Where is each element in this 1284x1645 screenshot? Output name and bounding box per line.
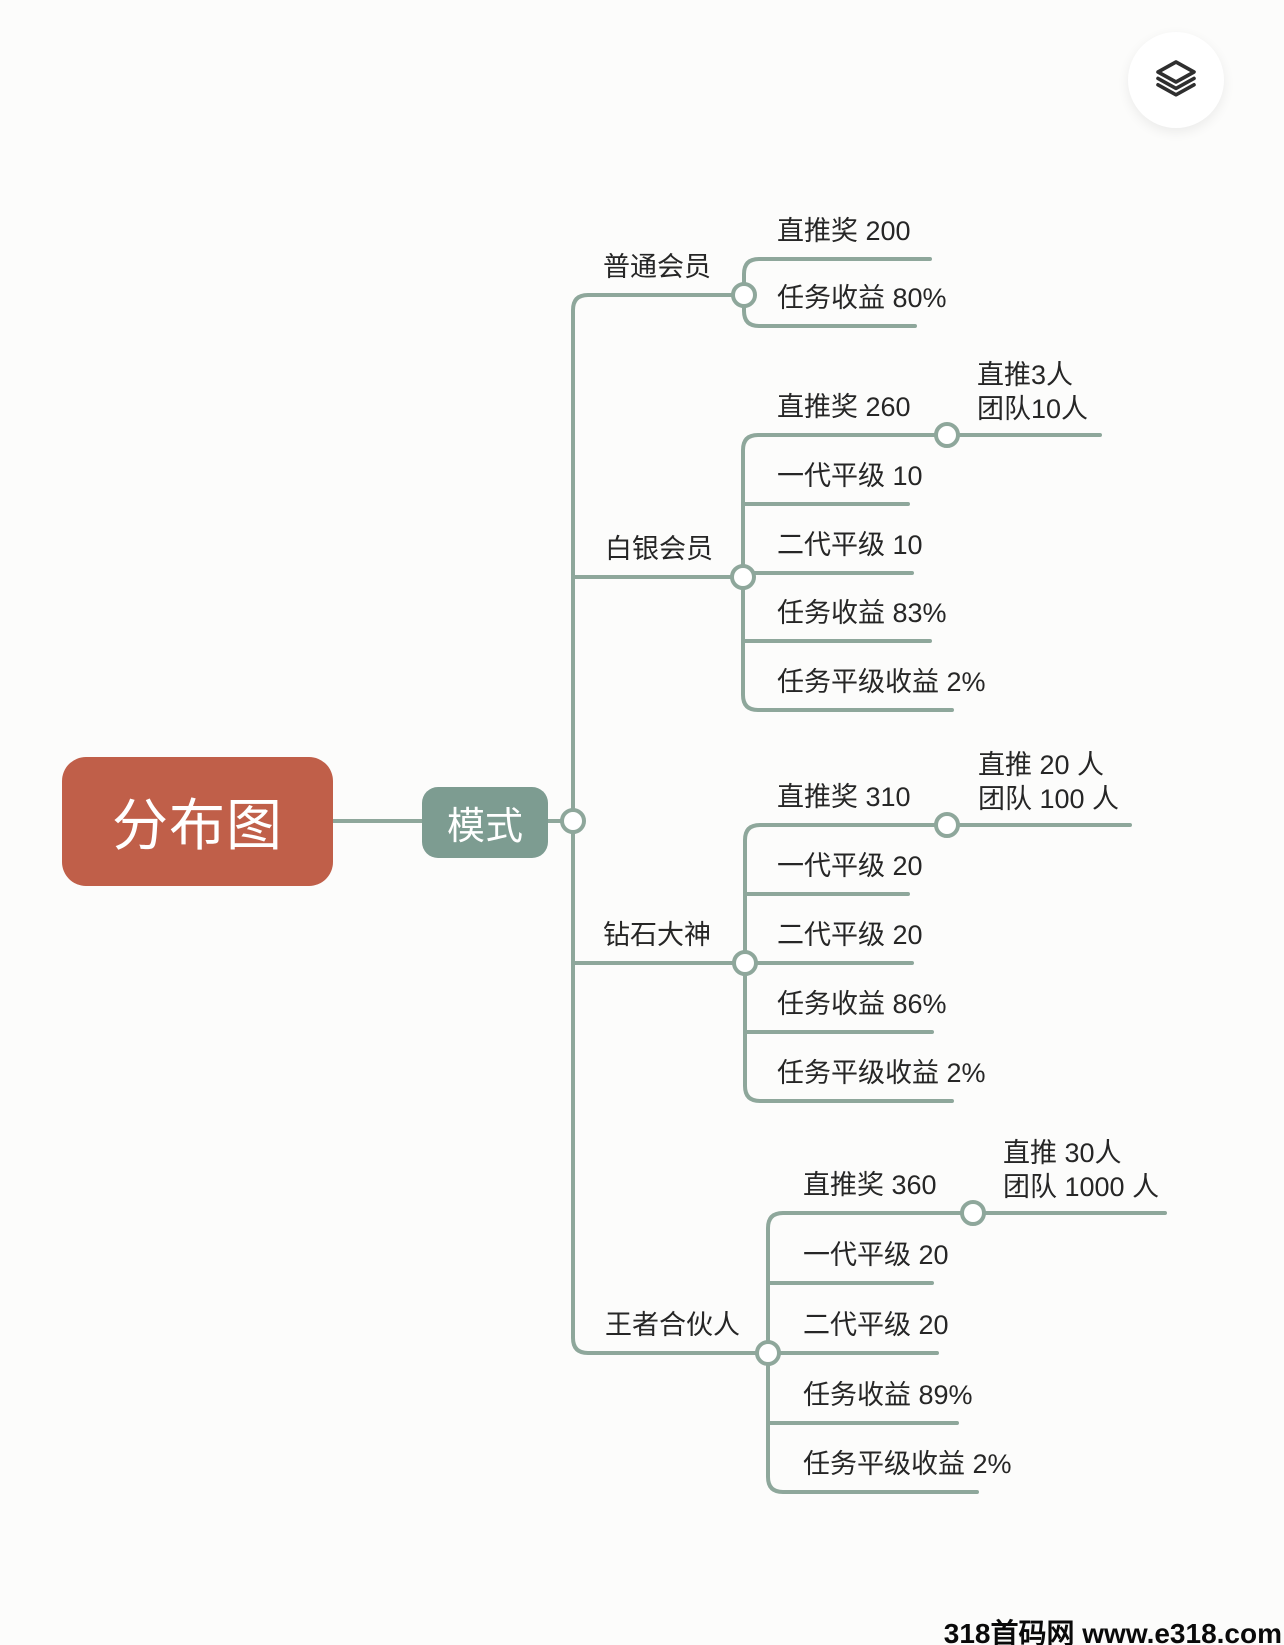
tree-node[interactable]: 任务收益 83% [777,598,947,628]
tree-node[interactable]: 一代平级 20 [803,1240,949,1270]
collapse-toggle-branch2-sub[interactable] [934,422,960,448]
tree-node[interactable]: 直推奖 200 [777,216,911,246]
tree-subnode[interactable]: 直推3人 团队10人 [977,358,1088,426]
tree-node[interactable]: 一代平级 10 [777,461,923,491]
collapse-toggle-branch4-sub[interactable] [960,1200,986,1226]
collapse-toggle-branch4[interactable] [755,1340,781,1366]
main-spine [571,293,770,1355]
tree-node[interactable]: 任务平级收益 2% [777,1058,986,1088]
branch-node-diamond[interactable]: 钻石大神 [603,920,711,950]
subnode-line-2: 团队 1000 人 [1003,1172,1160,1202]
tree-node[interactable]: 二代平级 20 [777,920,923,950]
collapse-toggle-branch2[interactable] [730,564,756,590]
tree-node[interactable]: 直推奖 360 [803,1170,937,1200]
collapse-toggle-mode[interactable] [560,808,586,834]
tree-node[interactable]: 直推奖 260 [777,392,911,422]
root-node[interactable]: 分布图 [62,757,333,886]
tree-node[interactable]: 任务平级收益 2% [803,1449,1012,1479]
tree-node[interactable]: 任务收益 80% [777,283,947,313]
subnode-line-2: 团队 100 人 [978,784,1120,814]
subnode-line-2: 团队10人 [977,394,1089,424]
tree-node[interactable]: 一代平级 20 [777,851,923,881]
tree-node[interactable]: 任务平级收益 2% [777,667,986,697]
layers-icon [1156,60,1196,97]
collapse-toggle-branch3-sub[interactable] [934,812,960,838]
tree-node[interactable]: 任务收益 89% [803,1380,973,1410]
collapse-toggle-branch1[interactable] [731,282,757,308]
branch-node-king-partner[interactable]: 王者合伙人 [605,1310,740,1340]
collapse-toggle-branch3[interactable] [732,950,758,976]
watermark: 318首码网 www.e318.com [943,1618,1282,1645]
tree-subnode[interactable]: 直推 20 人 团队 100 人 [978,748,1119,816]
layers-button[interactable] [1128,32,1224,128]
tree-node[interactable]: 任务收益 86% [777,989,947,1019]
tree-subnode[interactable]: 直推 30人 团队 1000 人 [1003,1136,1159,1204]
tree-node[interactable]: 二代平级 10 [777,530,923,560]
tree-node[interactable]: 直推奖 310 [777,782,911,812]
subnode-line-1: 直推 30人 [1003,1138,1122,1168]
subnode-line-1: 直推3人 [977,360,1074,390]
mode-node[interactable]: 模式 [422,787,548,858]
branch-node-ordinary-member[interactable]: 普通会员 [603,252,711,282]
subnode-line-1: 直推 20 人 [978,750,1105,780]
tree-node[interactable]: 二代平级 20 [803,1310,949,1340]
branch-node-silver-member[interactable]: 白银会员 [605,534,713,564]
